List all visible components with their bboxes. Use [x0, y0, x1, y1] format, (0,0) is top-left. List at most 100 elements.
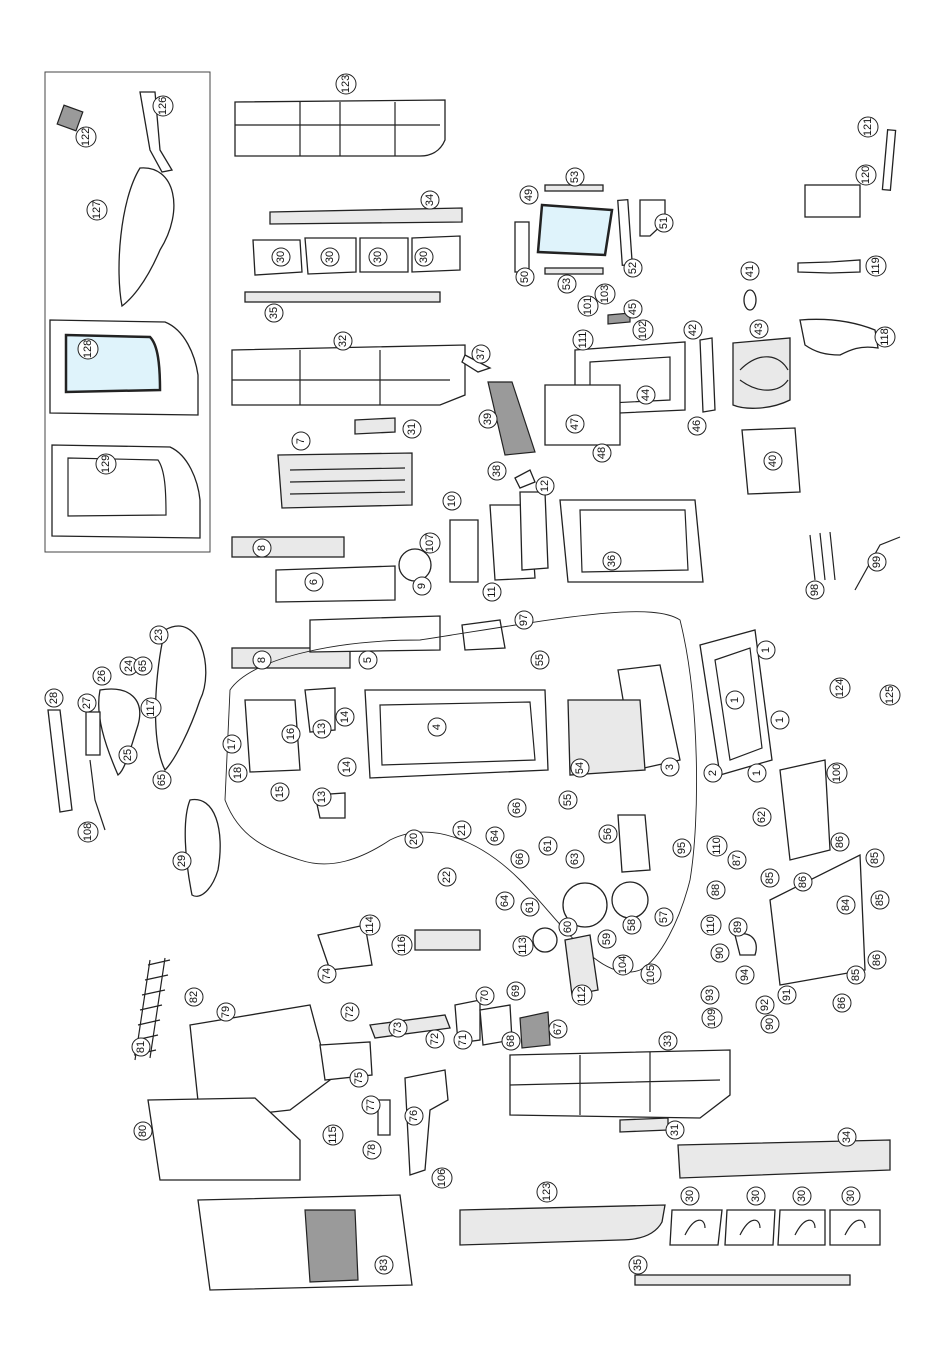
callout-number: 4	[431, 724, 443, 730]
callout-127: 127	[86, 199, 108, 221]
callout-number: 104	[617, 956, 629, 974]
callout-circle	[404, 829, 424, 849]
part-35-bottom	[634, 1274, 851, 1286]
callout-circle	[320, 247, 340, 267]
callout-number: 20	[408, 833, 420, 845]
callout-number: 11	[486, 586, 498, 597]
part-123-bottom	[459, 1204, 666, 1246]
callout-circle	[763, 451, 783, 471]
callout-circle	[228, 763, 248, 783]
callout-circle	[337, 757, 357, 777]
callout-30-3: 30	[368, 247, 388, 267]
callout-number: 27	[81, 697, 93, 709]
callout-circle	[594, 283, 616, 305]
callout-number: 68	[505, 1035, 517, 1047]
callout-number: 63	[569, 853, 581, 865]
callout-circle	[832, 993, 852, 1013]
callout-64: 64	[485, 826, 505, 846]
callout-number: 82	[188, 991, 200, 1003]
callout-22: 22	[437, 867, 457, 887]
part-100	[779, 759, 831, 861]
callout-42: 42	[683, 320, 703, 340]
part-80	[147, 1097, 301, 1181]
callout-circle	[452, 820, 472, 840]
callout-number: 24	[123, 660, 135, 672]
callout-number: 98	[809, 584, 821, 596]
callout-111: 111	[572, 329, 594, 351]
callout-66-2: 66	[510, 849, 530, 869]
callout-1-2: 1	[725, 690, 745, 710]
callout-circle	[431, 1167, 453, 1189]
callout-number: 44	[640, 389, 652, 401]
callout-circle	[453, 1030, 473, 1050]
callout-number: 14	[339, 711, 351, 723]
callout-number: 75	[353, 1072, 365, 1084]
callout-2: 2	[703, 763, 723, 783]
callout-number: 53	[569, 171, 581, 183]
callout-number: 108	[82, 823, 94, 841]
callout-86-2: 86	[793, 872, 813, 892]
callout-number: 30	[275, 251, 287, 263]
callout-number: 95	[676, 842, 688, 854]
callout-number: 113	[517, 937, 529, 955]
callout-number: 101	[582, 297, 594, 315]
callout-124: 124	[829, 677, 851, 699]
callout-number: 84	[840, 899, 852, 911]
callout-circle	[735, 965, 755, 985]
callout-circle	[252, 650, 272, 670]
callout-circle	[683, 320, 703, 340]
part-9	[398, 548, 432, 582]
callout-number: 16	[285, 728, 297, 740]
callout-number: 118	[879, 328, 891, 346]
callout-circle	[658, 1031, 678, 1051]
callout-circle	[793, 872, 813, 892]
callout-61: 61	[538, 836, 558, 856]
callout-circle	[442, 491, 462, 511]
callout-number: 65	[156, 774, 168, 786]
part-34-bottom	[677, 1139, 891, 1179]
callout-number: 35	[268, 307, 280, 319]
callout-circle	[841, 1186, 861, 1206]
callout-circle	[571, 984, 593, 1006]
callout-48: 48	[592, 443, 612, 463]
callout-number: 64	[499, 895, 511, 907]
callout-circle	[349, 1068, 369, 1088]
part-8-top	[231, 536, 345, 558]
callout-circle	[512, 935, 534, 957]
callout-number: 14	[341, 761, 353, 773]
callout-number: 86	[836, 997, 848, 1009]
callout-23: 23	[149, 625, 169, 645]
callout-circle	[777, 985, 797, 1005]
callout-52: 52	[623, 258, 643, 278]
callout-circle	[501, 1031, 521, 1051]
callout-number: 86	[834, 836, 846, 848]
part-36	[559, 499, 704, 583]
callout-38: 38	[487, 461, 507, 481]
callout-71: 71	[453, 1030, 473, 1050]
part-127	[118, 167, 175, 308]
callout-circle	[291, 431, 311, 451]
callout-65: 65	[133, 656, 153, 676]
callout-84: 84	[836, 895, 856, 915]
callout-98: 98	[805, 580, 825, 600]
callout-125: 125	[879, 684, 901, 706]
part-129-inner	[67, 457, 167, 517]
callout-circle	[703, 763, 723, 783]
callout-number: 34	[424, 194, 436, 206]
callout-number: 1	[751, 770, 763, 776]
part-23	[154, 625, 207, 772]
callout-number: 102	[637, 321, 649, 339]
callout-number: 120	[860, 166, 872, 184]
callout-106: 106	[431, 1167, 453, 1189]
callout-circle	[725, 690, 745, 710]
callout-number: 40	[767, 455, 779, 467]
callout-number: 124	[834, 679, 846, 697]
callout-number: 67	[552, 1023, 564, 1035]
callout-circle	[281, 724, 301, 744]
callout-number: 127	[91, 201, 103, 219]
callout-circle	[391, 934, 413, 956]
callout-number: 8	[256, 657, 268, 663]
callout-number: 88	[710, 884, 722, 896]
callout-30-6: 30	[746, 1186, 766, 1206]
callout-number: 66	[511, 802, 523, 814]
